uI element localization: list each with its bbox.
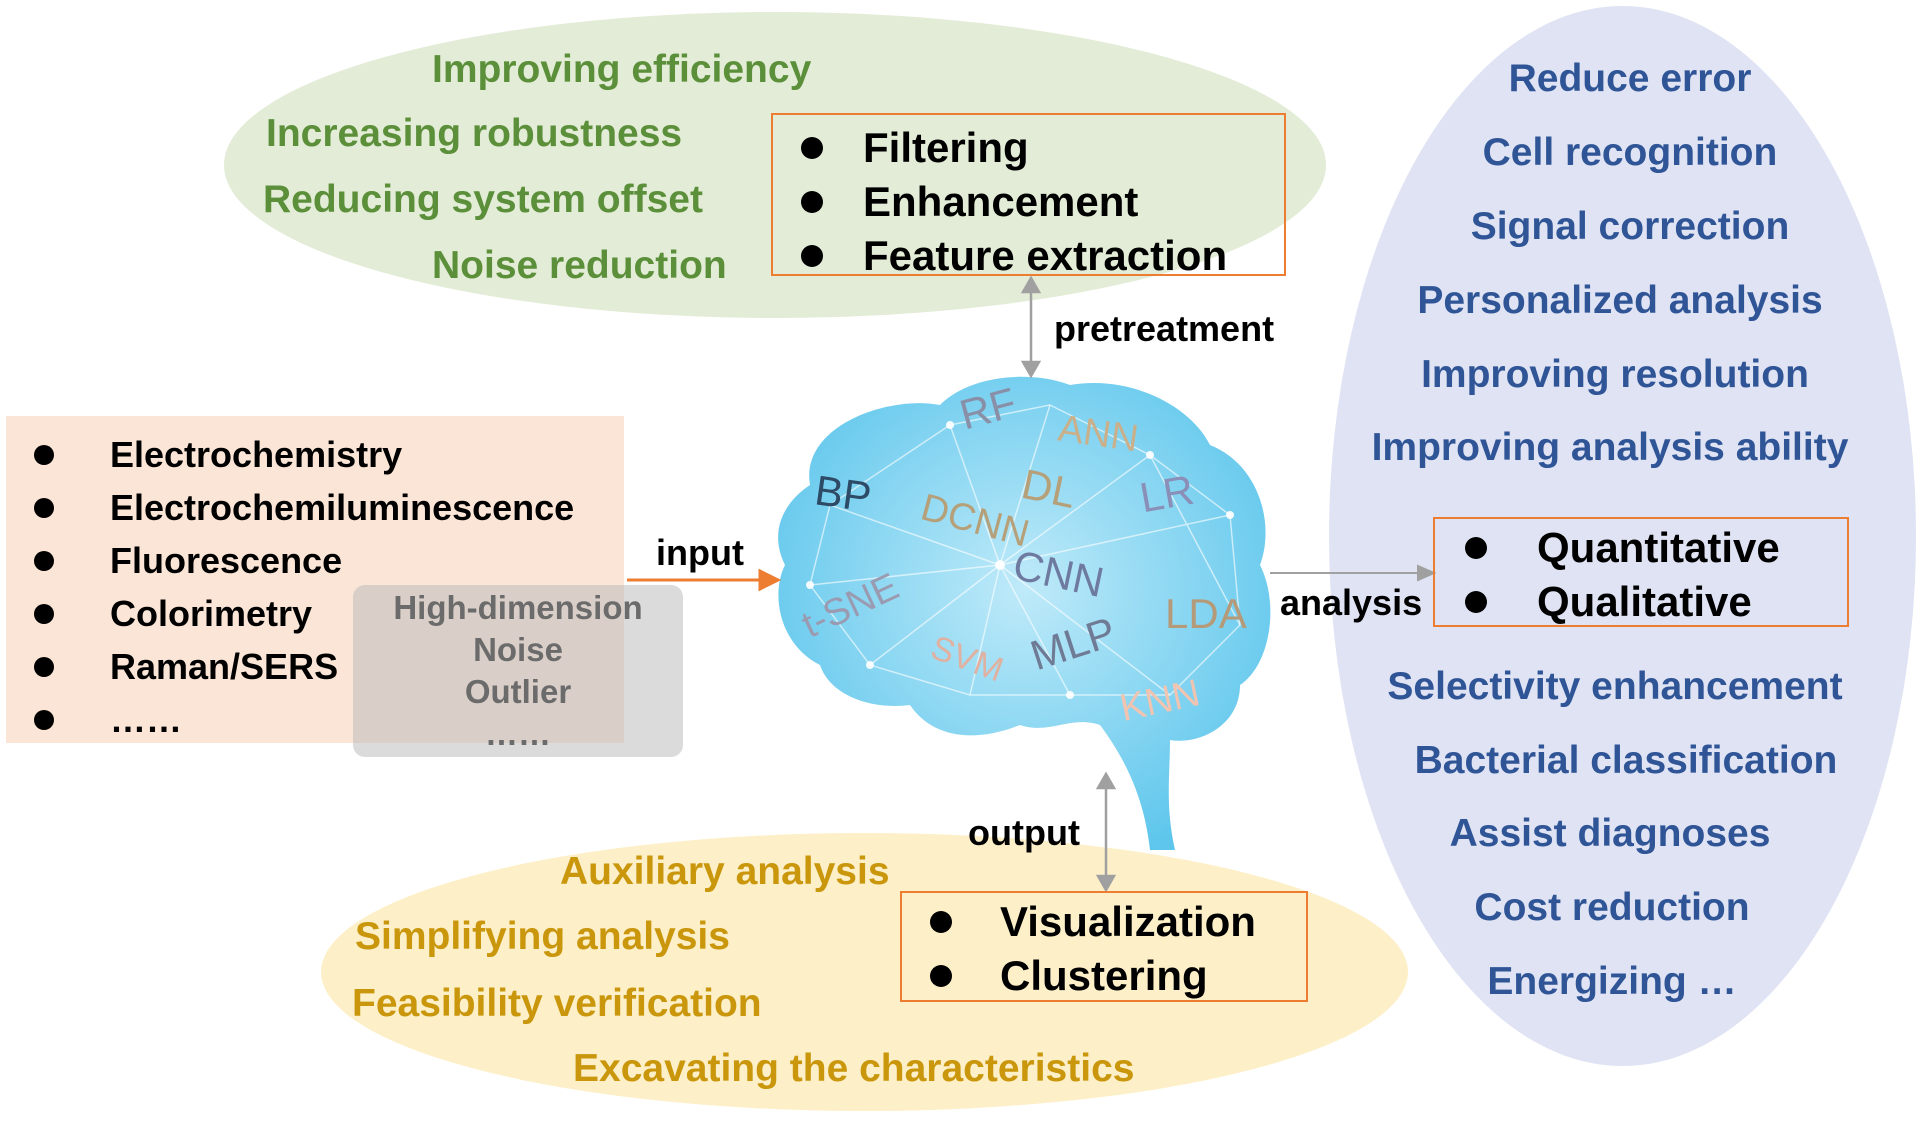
bullet-icon	[801, 137, 823, 159]
bullet-icon	[34, 656, 54, 677]
data-issue: ……	[485, 715, 551, 752]
pretreatment-goal: Noise reduction	[432, 244, 727, 287]
method-item: Visualization	[930, 895, 1306, 949]
output-methods-box: Visualization Clustering	[900, 891, 1308, 1002]
method-item: Quantitative	[1465, 521, 1847, 575]
source-label: Fluorescence	[110, 539, 343, 581]
bullet-icon	[801, 191, 823, 213]
pretreatment-goal: Increasing robustness	[266, 112, 683, 155]
bullet-icon	[34, 444, 54, 465]
input-label: input	[656, 532, 744, 573]
pretreatment-goal: Improving efficiency	[432, 48, 812, 91]
analysis-methods-box: Quantitative Qualitative	[1433, 517, 1849, 627]
source-label: Electrochemistry	[110, 433, 403, 475]
method-item: Qualitative	[1465, 575, 1847, 629]
bullet-icon	[34, 603, 54, 624]
source-label: ……	[110, 698, 182, 740]
method-label: Clustering	[1000, 952, 1208, 999]
analysis-benefit: Improving resolution	[1421, 353, 1809, 396]
brain-illustration	[778, 376, 1271, 850]
analysis-benefit: Assist diagnoses	[1449, 812, 1771, 855]
analysis-benefit: Improving analysis ability	[1371, 426, 1849, 469]
output-ellipse	[321, 833, 1408, 1111]
method-label: Qualitative	[1537, 578, 1752, 625]
source-label: Raman/SERS	[110, 645, 339, 687]
bullet-icon	[34, 497, 54, 518]
source-item: Fluorescence	[34, 534, 624, 587]
source-item: ……	[34, 693, 624, 746]
bullet-icon	[34, 709, 54, 730]
analysis-benefit: Cost reduction	[1474, 886, 1750, 929]
pretreatment-methods-box: Filtering Enhancement Feature extraction	[771, 113, 1286, 279]
analysis-benefit: Energizing …	[1487, 960, 1737, 1003]
analysis-benefit: Personalized analysis	[1417, 279, 1823, 322]
output-goal: Excavating the characteristics	[573, 1047, 1135, 1090]
analysis-benefit: Cell recognition	[1482, 131, 1778, 174]
method-item: Clustering	[930, 949, 1306, 1003]
bullet-icon	[34, 550, 54, 571]
input-arrow	[627, 568, 782, 592]
method-label: Enhancement	[863, 178, 1139, 225]
data-issue: Outlier	[464, 673, 572, 710]
output-goal: Feasibility verification	[352, 982, 762, 1025]
method-label: Visualization	[1000, 898, 1256, 945]
bullet-icon	[930, 911, 952, 933]
source-item: Raman/SERS	[34, 640, 624, 693]
pretreatment-goal: Reducing system offset	[263, 178, 703, 221]
data-issue: Noise	[473, 631, 563, 668]
bullet-icon	[1465, 591, 1487, 613]
method-item: Filtering	[801, 121, 1284, 175]
method-item: Feature extraction	[801, 229, 1284, 283]
analysis-benefit: Reduce error	[1508, 57, 1752, 100]
source-label: Colorimetry	[110, 592, 313, 634]
method-label: Filtering	[863, 124, 1029, 171]
source-item: Electrochemistry	[34, 428, 624, 481]
source-item: Electrochemiluminescence	[34, 481, 624, 534]
method-item: Enhancement	[801, 175, 1284, 229]
output-goal: Simplifying analysis	[355, 915, 730, 958]
bullet-icon	[1465, 537, 1487, 559]
algorithm-label: LDA	[1165, 590, 1247, 637]
source-label: Electrochemiluminescence	[110, 486, 575, 528]
output-label: output	[968, 812, 1080, 853]
data-issue: High-dimension	[393, 589, 643, 626]
data-issues-box: High-dimension Noise Outlier ……	[353, 585, 683, 757]
pretreatment-label: pretreatment	[1054, 308, 1275, 349]
source-item: Colorimetry	[34, 587, 624, 640]
bullet-icon	[930, 965, 952, 987]
method-label: Quantitative	[1537, 524, 1780, 571]
pretreatment-ellipse	[224, 12, 1326, 318]
analysis-benefit: Bacterial classification	[1414, 739, 1838, 782]
analysis-label: analysis	[1280, 582, 1423, 623]
analysis-arrow	[1270, 564, 1437, 582]
analysis-benefit: Selectivity enhancement	[1387, 665, 1843, 708]
analysis-benefit: Signal correction	[1470, 205, 1790, 248]
output-arrow	[1095, 771, 1117, 893]
bullet-icon	[801, 245, 823, 267]
analysis-ellipse	[1329, 6, 1916, 1066]
output-goal: Auxiliary analysis	[560, 850, 890, 893]
method-label: Feature extraction	[863, 232, 1228, 279]
pretreatment-arrow	[1020, 275, 1042, 379]
